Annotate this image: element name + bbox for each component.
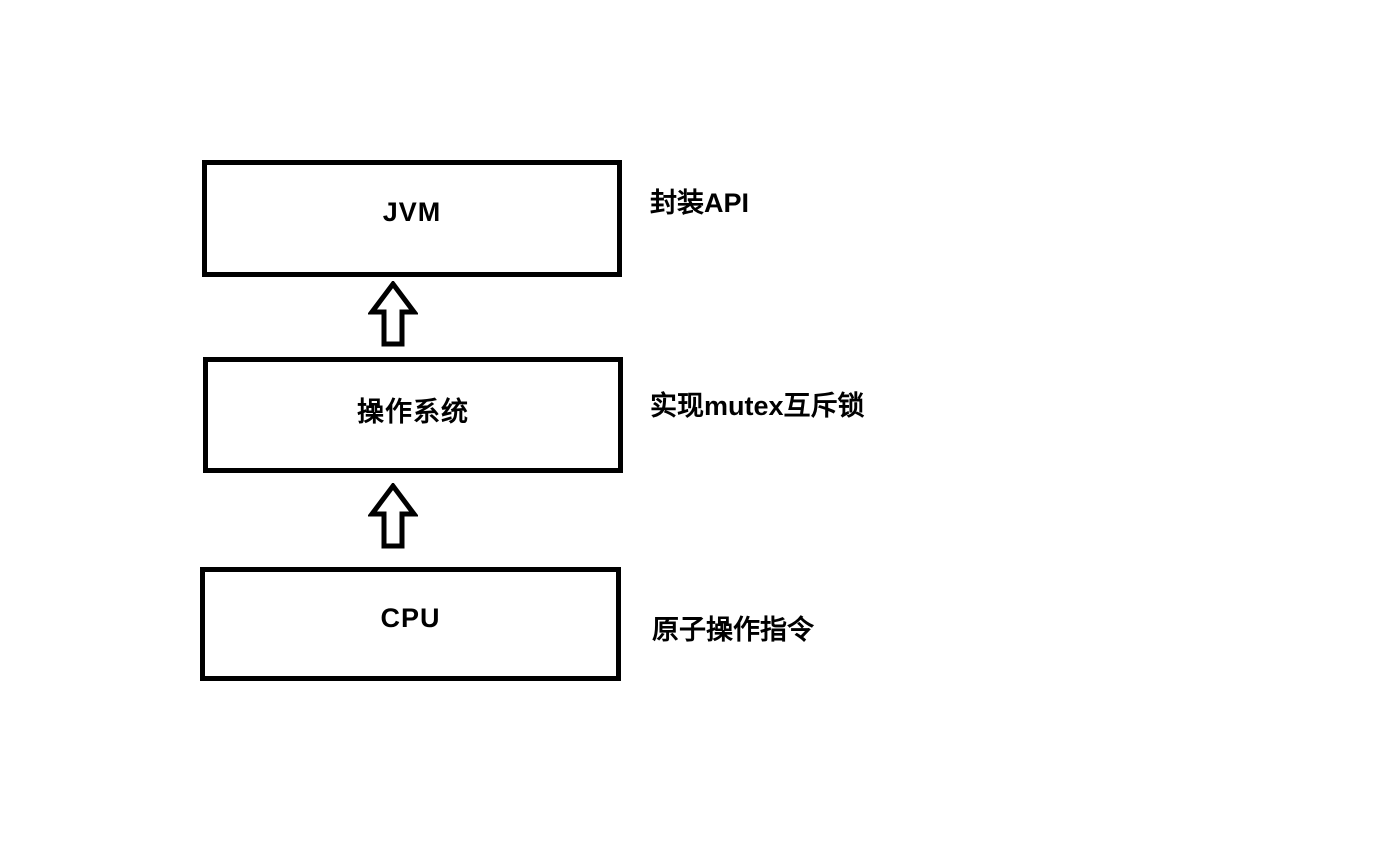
cpu-annotation: 原子操作指令: [652, 615, 814, 645]
os-box: 操作系统: [203, 357, 623, 473]
jvm-box-label: JVM: [382, 197, 442, 227]
cpu-box-label: CPU: [380, 602, 441, 633]
jvm-annotation: 封装API: [650, 188, 750, 218]
cpu-box: CPU: [200, 567, 621, 681]
os-box-label: 操作系统: [357, 396, 469, 427]
up-arrow-icon: [368, 483, 418, 549]
jvm-box: JVM: [202, 160, 622, 277]
os-annotation: 实现mutex互斥锁: [650, 391, 865, 421]
up-arrow-icon: [368, 281, 418, 347]
